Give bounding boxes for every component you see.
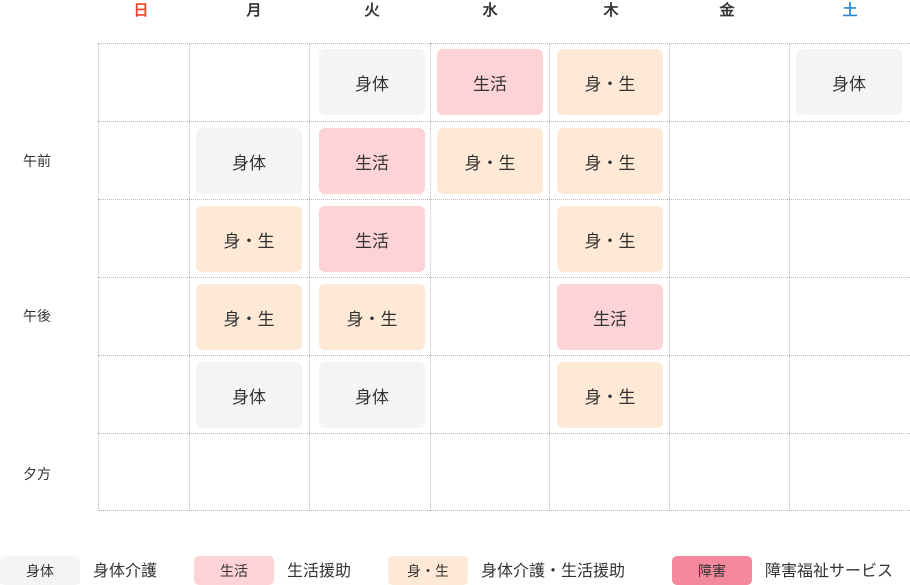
time-label-evening: 夕方: [23, 467, 51, 483]
schedule-cell[interactable]: 身・生: [557, 362, 663, 428]
grid-line: [98, 121, 910, 122]
schedule-cell[interactable]: 身体: [319, 49, 425, 115]
time-label-morning: 午前: [23, 154, 51, 170]
grid-line: [98, 277, 910, 278]
schedule-cell[interactable]: 身・生: [319, 284, 425, 350]
grid-line: [98, 355, 910, 356]
schedule-cell[interactable]: 身・生: [196, 206, 302, 272]
grid-line: [98, 433, 910, 434]
day-header-fri: 金: [719, 1, 735, 19]
legend-tag-welfare: 障害: [672, 556, 752, 585]
schedule-cell[interactable]: 身体: [196, 128, 302, 194]
schedule-cell[interactable]: 身体: [319, 362, 425, 428]
time-label-afternoon: 午後: [23, 309, 51, 325]
schedule-cell[interactable]: 身体: [796, 49, 902, 115]
schedule-cell[interactable]: 身体: [196, 362, 302, 428]
day-header-sat: 土: [842, 1, 858, 19]
day-header-wed: 水: [482, 1, 498, 19]
day-header-sun: 日: [133, 1, 149, 19]
schedule-cell[interactable]: 身・生: [557, 206, 663, 272]
legend-tag-body-care: 身体: [0, 556, 80, 585]
grid-line: [98, 199, 910, 200]
legend-tag-both: 身・生: [388, 556, 468, 585]
legend-label-welfare: 障害福祉サービス: [765, 561, 894, 580]
schedule-cell[interactable]: 生活: [319, 128, 425, 194]
legend-label-both: 身体介護・生活援助: [481, 561, 626, 580]
schedule-cell[interactable]: 生活: [437, 49, 543, 115]
schedule-cell[interactable]: 身・生: [437, 128, 543, 194]
legend-label-life: 生活援助: [287, 561, 352, 580]
schedule-cell[interactable]: 身・生: [557, 49, 663, 115]
day-header-mon: 月: [246, 1, 262, 19]
schedule-cell[interactable]: 身・生: [196, 284, 302, 350]
day-header-tue: 火: [364, 1, 380, 19]
legend-label-body-care: 身体介護: [93, 561, 158, 580]
schedule-cell[interactable]: 生活: [319, 206, 425, 272]
day-header-thu: 木: [603, 1, 619, 19]
schedule-cell[interactable]: 身・生: [557, 128, 663, 194]
legend-tag-life: 生活: [194, 556, 274, 585]
schedule-cell[interactable]: 生活: [557, 284, 663, 350]
